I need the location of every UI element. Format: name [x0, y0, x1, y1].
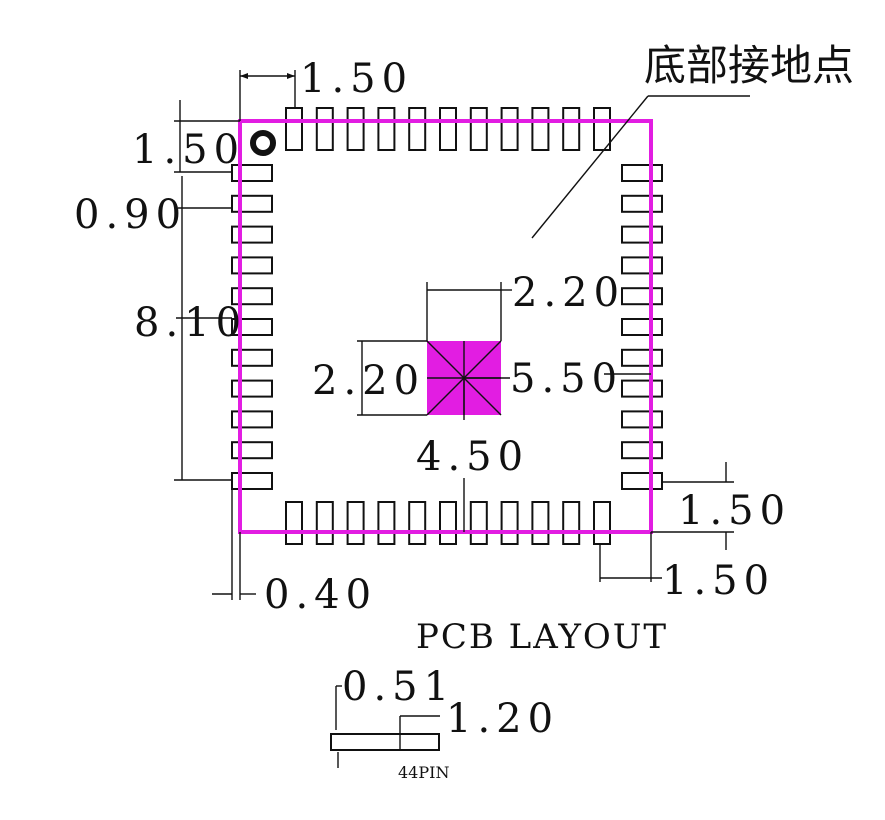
pad-top	[469, 107, 488, 151]
pad-top	[531, 107, 550, 151]
pad-top	[500, 107, 519, 151]
dim-center-x-label: 5.50	[510, 356, 623, 402]
pads-top	[285, 107, 611, 151]
dim-pad-width-label: 0.51	[342, 664, 455, 710]
dim-center-x	[464, 373, 651, 379]
dim-bottom-right-offset	[599, 532, 662, 582]
bottom-ground-label: 底部接地点	[644, 41, 854, 90]
dim-pin-span-label: 8.10	[134, 300, 247, 346]
dim-center-pad-width-label: 2.20	[512, 270, 625, 316]
dim-top-left-offset	[239, 70, 296, 121]
pad-right	[621, 256, 663, 275]
pin-count-label: 44PIN	[398, 763, 449, 782]
pad-right	[621, 318, 663, 336]
pad-right	[621, 379, 663, 398]
pad-right	[621, 225, 663, 244]
dim-pad-gap	[212, 490, 256, 600]
dim-bottom-right-offset-label: 1.50	[662, 558, 775, 604]
pad-bottom	[285, 501, 303, 545]
pad-bottom	[531, 501, 550, 545]
pad-top	[377, 107, 396, 151]
ground-label-leader	[531, 95, 750, 239]
pad-bottom	[377, 501, 396, 545]
pad-top	[346, 107, 365, 151]
dim-center-pad-width	[426, 282, 512, 341]
pad-bottom	[346, 501, 365, 545]
pad-top	[408, 107, 427, 151]
pad-right	[621, 287, 663, 306]
dim-center-y-label: 4.50	[416, 434, 529, 480]
pad-bottom	[469, 501, 488, 545]
dim-right-bottom-offset-label: 1.50	[678, 488, 791, 534]
pad-top	[285, 107, 303, 151]
pad-top	[439, 107, 457, 151]
pad-right	[621, 472, 663, 490]
pad-right	[621, 348, 663, 367]
dim-pad-gap-label: 0.40	[264, 572, 377, 618]
module-outline	[238, 119, 653, 534]
pad-detail	[330, 685, 440, 768]
pad-bottom	[500, 501, 519, 545]
pad-right	[621, 164, 663, 182]
pad-top	[562, 107, 581, 151]
pad-bottom	[439, 501, 457, 545]
pad-top	[593, 107, 611, 151]
dim-pitch-label: 0.90	[74, 192, 187, 238]
dim-pad-length-label: 1.20	[446, 696, 559, 742]
pad-right	[621, 441, 663, 460]
pad-bottom	[408, 501, 427, 545]
dim-top-left-offset-label: 1.50	[300, 56, 413, 102]
pin1-marker	[250, 130, 276, 156]
pad-bottom	[315, 501, 334, 545]
pads-bottom	[285, 501, 611, 545]
pad-right	[621, 194, 663, 213]
pcb-layout-caption: PCB LAYOUT	[416, 617, 668, 657]
pad-top	[315, 107, 334, 151]
dim-left-top-offset-label: 1.50	[132, 127, 245, 173]
dim-center-pad-height	[357, 340, 427, 416]
dim-left-top-offset	[174, 100, 240, 173]
dim-right-bottom-offset	[651, 462, 734, 550]
dim-pin-span	[174, 176, 232, 481]
pad-bottom	[593, 501, 611, 545]
pad-right	[621, 410, 663, 429]
pads-right	[621, 164, 663, 490]
dim-center-pad-height-label: 2.20	[312, 358, 425, 404]
pad-bottom	[562, 501, 581, 545]
